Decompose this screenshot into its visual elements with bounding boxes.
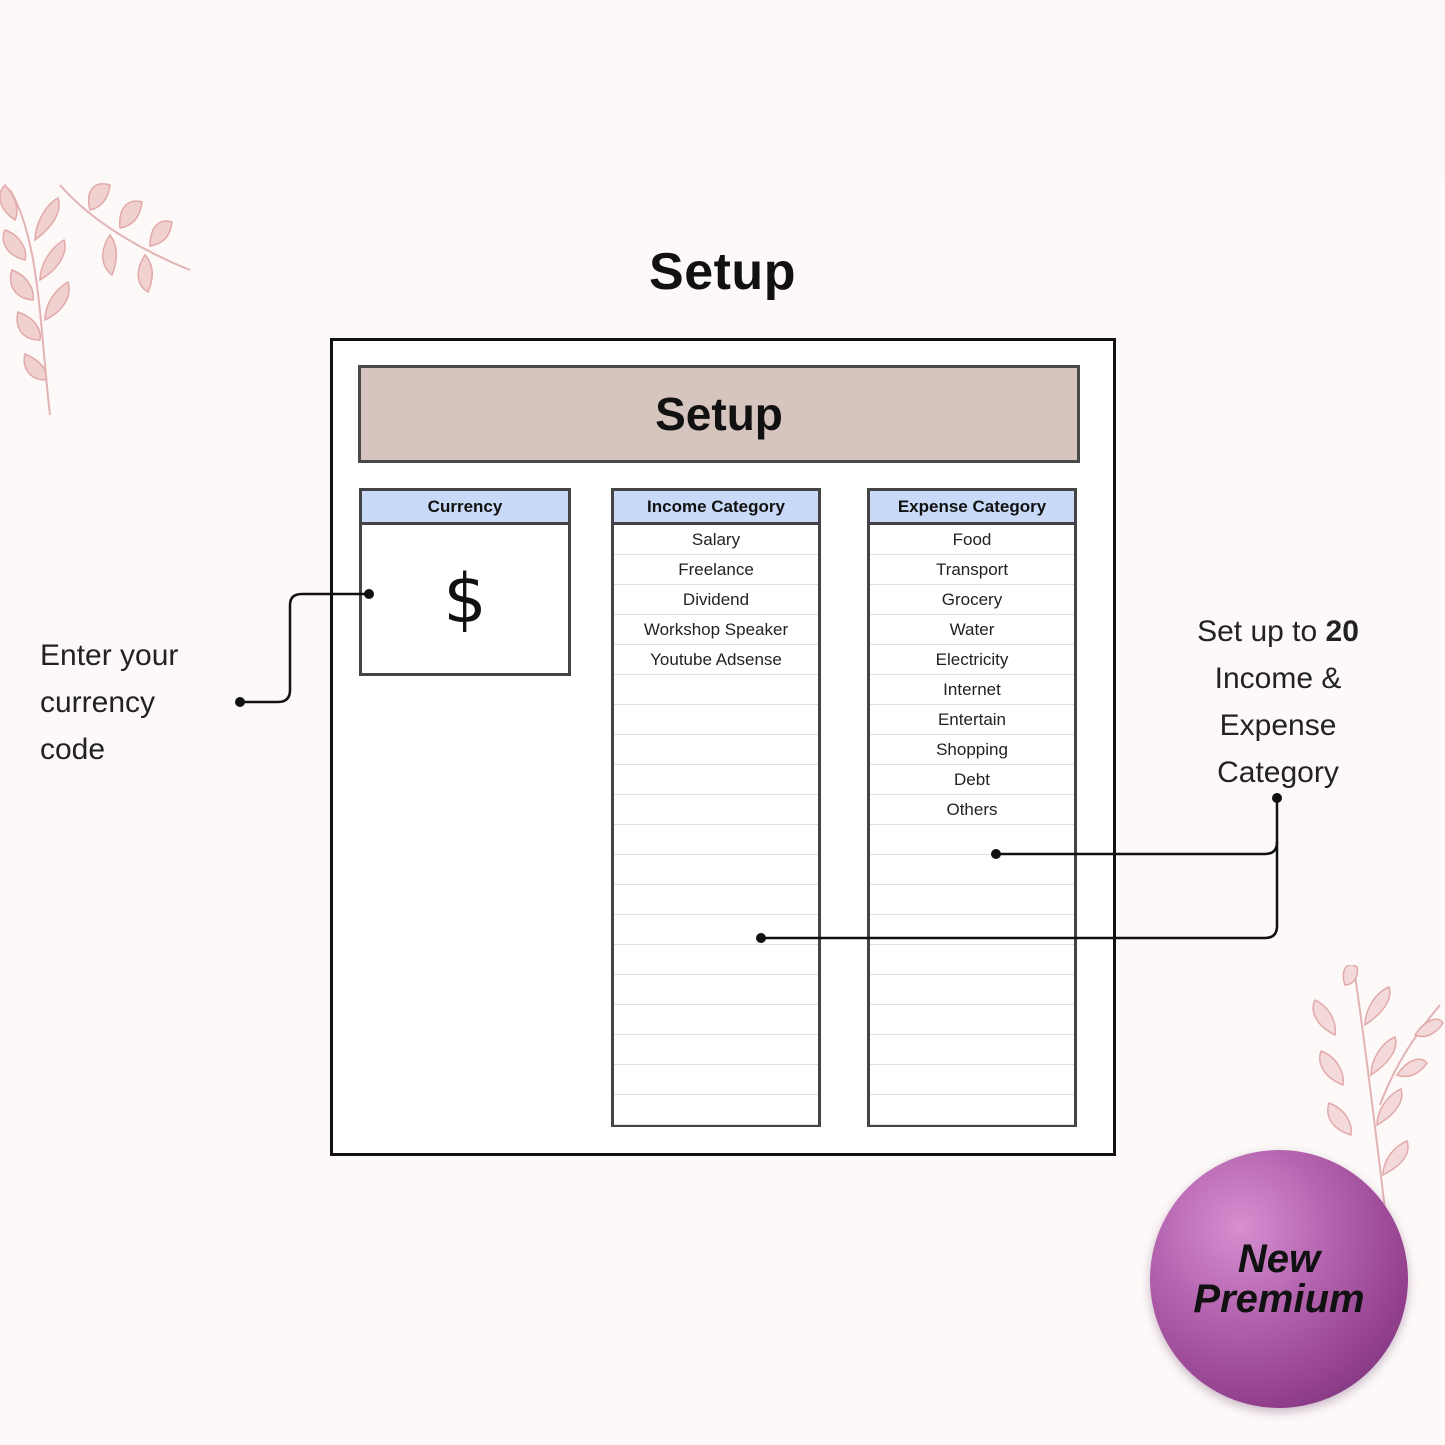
category-annotation-line: Category (1217, 756, 1339, 789)
income-category-row[interactable]: Dividend (614, 585, 818, 615)
new-premium-badge: New Premium (1150, 1150, 1408, 1408)
expense-category-row[interactable]: Internet (870, 675, 1074, 705)
currency-panel: Currency $ (359, 488, 571, 676)
expense-category-row[interactable] (870, 915, 1074, 945)
expense-category-row[interactable]: Water (870, 615, 1074, 645)
category-annotation-line: Expense (1219, 709, 1337, 742)
currency-input[interactable]: $ (443, 559, 487, 639)
expense-category-row[interactable]: Debt (870, 765, 1074, 795)
income-category-row[interactable] (614, 825, 818, 855)
setup-banner-title: Setup (655, 388, 783, 440)
expense-category-row[interactable] (870, 855, 1074, 885)
expense-connector-dot (991, 849, 1001, 859)
expense-category-row[interactable] (870, 1005, 1074, 1035)
income-category-row[interactable] (614, 1065, 818, 1095)
income-category-row[interactable] (614, 855, 818, 885)
income-category-row[interactable] (614, 1095, 818, 1125)
category-connector-dot (1272, 793, 1282, 803)
currency-connector-line (240, 592, 368, 704)
badge-line-premium: Premium (1193, 1277, 1365, 1321)
expense-category-row[interactable] (870, 1065, 1074, 1095)
badge-line-new: New (1237, 1237, 1321, 1281)
expense-connector-line (996, 798, 1279, 856)
currency-annotation-line: code (40, 733, 106, 766)
expense-category-row[interactable]: Food (870, 525, 1074, 555)
setup-banner: Setup (358, 365, 1080, 463)
income-category-row[interactable]: Salary (614, 525, 818, 555)
expense-category-row[interactable] (870, 975, 1074, 1005)
income-category-row[interactable] (614, 1035, 818, 1065)
expense-category-row[interactable]: Others (870, 795, 1074, 825)
income-connector-dot (756, 933, 766, 943)
expense-category-row[interactable]: Shopping (870, 735, 1074, 765)
expense-category-row[interactable]: Grocery (870, 585, 1074, 615)
expense-category-row[interactable] (870, 885, 1074, 915)
income-category-row[interactable] (614, 945, 818, 975)
income-category-header: Income Category (614, 491, 818, 525)
currency-annotation: Enter your currency code (40, 632, 240, 773)
expense-category-row[interactable] (870, 825, 1074, 855)
leaf-branch-bottom-right-icon (1312, 965, 1444, 1211)
category-annotation-line: Income & (1214, 662, 1342, 695)
leaf-branch-top-left-icon (0, 183, 191, 416)
expense-category-row[interactable]: Entertain (870, 705, 1074, 735)
income-category-row[interactable] (614, 1005, 818, 1035)
top-band (0, 0, 1445, 180)
page-title: Setup (649, 243, 796, 301)
currency-annotation-line: currency (40, 686, 156, 719)
income-category-row[interactable] (614, 915, 818, 945)
income-category-row[interactable] (614, 795, 818, 825)
expense-category-row[interactable]: Transport (870, 555, 1074, 585)
expense-category-row[interactable] (870, 945, 1074, 975)
income-connector-line (761, 842, 1279, 940)
category-annotation-line: Set up to 20 (1168, 608, 1388, 655)
income-category-row[interactable] (614, 735, 818, 765)
income-category-row[interactable] (614, 765, 818, 795)
income-category-row[interactable]: Workshop Speaker (614, 615, 818, 645)
income-category-row[interactable]: Freelance (614, 555, 818, 585)
expense-category-row[interactable] (870, 1035, 1074, 1065)
income-category-row[interactable] (614, 885, 818, 915)
expense-category-row[interactable] (870, 1095, 1074, 1125)
currency-annotation-line: Enter your (40, 639, 179, 672)
income-category-row[interactable] (614, 675, 818, 705)
expense-category-header: Expense Category (870, 491, 1074, 525)
category-annotation-number: 20 (1325, 615, 1359, 648)
expense-category-row[interactable]: Electricity (870, 645, 1074, 675)
income-category-row[interactable]: Youtube Adsense (614, 645, 818, 675)
income-category-row[interactable] (614, 705, 818, 735)
currency-connector-dot (364, 589, 374, 599)
category-annotation-prefix: Set up to (1197, 615, 1326, 648)
income-category-row[interactable] (614, 975, 818, 1005)
category-annotation: Set up to 20 Income & Expense Category (1168, 608, 1388, 796)
currency-header: Currency (362, 491, 568, 525)
currency-connector-dot (235, 697, 245, 707)
